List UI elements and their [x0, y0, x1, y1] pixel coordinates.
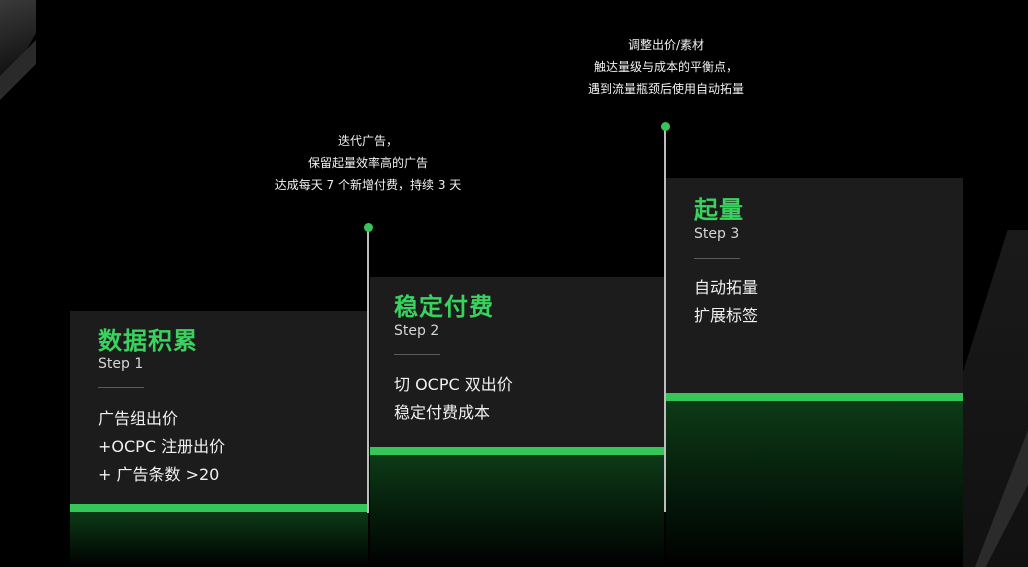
note-1-line: 达成每天 7 个新增付费，持续 3 天	[274, 178, 462, 192]
step-2-detail-line: 切 OCPC 双出价	[394, 375, 513, 394]
step-card-1-panel	[70, 311, 368, 504]
note-2-line: 遇到流量瓶颈后使用自动拓量	[587, 82, 744, 96]
step-1-title: 数据积累	[98, 327, 198, 355]
step-2-details: 切 OCPC 双出价 稳定付费成本	[394, 371, 513, 427]
step-2-subtitle: Step 2	[394, 323, 440, 339]
step-1-detail-line: + 广告条数 >20	[98, 465, 220, 484]
step-card-1: 数据积累 Step 1 广告组出价 +OCPC 注册出价 + 广告条数 >20	[70, 311, 368, 567]
step-2-title: 稳定付费	[394, 293, 494, 321]
step-card-3: 起量 Step 3 自动拓量 扩展标签	[666, 178, 963, 567]
step-1-detail-line: +OCPC 注册出价	[98, 437, 226, 456]
connector-line-1	[367, 228, 369, 513]
annotation-note-2: 调整出价/素材 触达量级与成本的平衡点， 遇到流量瓶颈后使用自动拓量	[538, 34, 794, 100]
step-1-detail-line: 广告组出价	[98, 409, 179, 428]
step-card-2-panel	[370, 277, 664, 447]
step-3-subtitle: Step 3	[694, 226, 740, 242]
step-3-detail-line: 自动拓量	[694, 278, 759, 297]
step-2-divider	[394, 354, 440, 355]
step-3-details: 自动拓量 扩展标签	[694, 274, 758, 330]
step-card-3-glow	[666, 401, 963, 567]
connector-line-2	[664, 127, 666, 512]
note-2-line: 调整出价/素材	[627, 38, 705, 52]
step-1-subtitle: Step 1	[98, 356, 144, 372]
step-3-divider	[694, 258, 740, 259]
annotation-note-1: 迭代广告， 保留起量效率高的广告 达成每天 7 个新增付费，持续 3 天	[238, 130, 498, 196]
note-1-line: 保留起量效率高的广告	[307, 156, 428, 170]
step-1-details: 广告组出价 +OCPC 注册出价 + 广告条数 >20	[98, 405, 225, 489]
step-card-1-accent-bar	[70, 504, 368, 512]
step-2-detail-line: 稳定付费成本	[394, 403, 491, 422]
step-3-detail-line: 扩展标签	[694, 306, 759, 325]
step-card-2-glow	[370, 455, 664, 567]
note-1-line: 迭代广告，	[337, 134, 398, 148]
step-card-3-panel	[666, 178, 963, 393]
step-1-divider	[98, 387, 144, 388]
connector-dot-1	[364, 223, 373, 232]
step-card-1-glow	[70, 512, 368, 567]
step-card-2-accent-bar	[370, 447, 664, 455]
connector-dot-2	[661, 122, 670, 131]
note-2-line: 触达量级与成本的平衡点，	[593, 60, 738, 74]
step-3-title: 起量	[694, 196, 744, 224]
step-card-2: 稳定付费 Step 2 切 OCPC 双出价 稳定付费成本	[370, 277, 664, 567]
decor-right-edge	[960, 230, 1028, 567]
step-card-3-accent-bar	[666, 393, 963, 401]
